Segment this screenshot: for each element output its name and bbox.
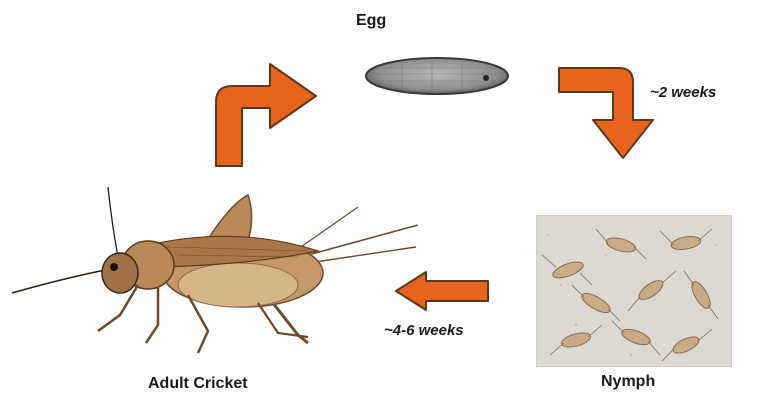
adult-cricket-image: [8, 185, 428, 365]
arrow-egg-to-nymph: [555, 58, 673, 168]
egg-label: Egg: [356, 12, 386, 30]
adult-cricket-label: Adult Cricket: [148, 375, 248, 393]
arrow-adult-to-egg: [210, 58, 322, 170]
nymph-label: Nymph: [601, 373, 655, 391]
egg-image: [362, 54, 512, 98]
duration-egg-to-nymph: ~2 weeks: [650, 84, 716, 101]
nymph-image: [536, 215, 732, 367]
